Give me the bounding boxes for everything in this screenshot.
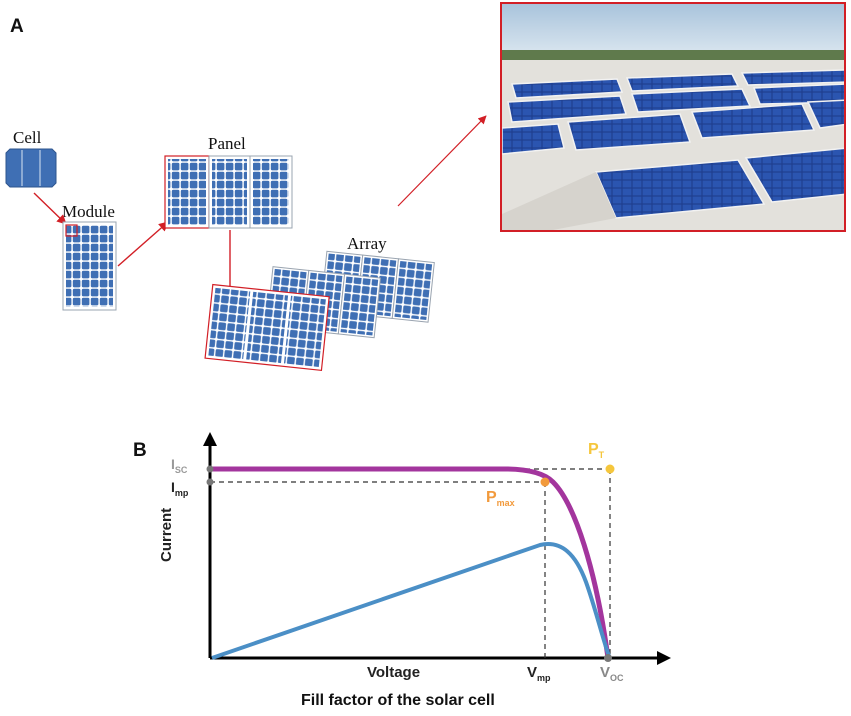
arrow-array-to-photo — [397, 115, 487, 207]
vmp-label: Vmp — [527, 664, 551, 683]
cell-label: Cell — [13, 128, 42, 147]
pt-label: PT — [588, 441, 605, 460]
module-icon — [62, 221, 117, 311]
solar-cell-icon — [5, 148, 57, 188]
arrow-cell-to-module — [33, 192, 67, 225]
y-axis-arrowhead — [203, 432, 217, 446]
panel-icon — [164, 155, 293, 229]
y-axis-label: Current — [158, 507, 175, 562]
voc-point — [604, 654, 612, 662]
power-curve — [211, 542, 611, 660]
panel-label: Panel — [208, 134, 246, 153]
isc-label: ISC — [171, 456, 188, 475]
x-axis-arrowhead — [657, 651, 671, 665]
pmax-label: Pmax — [486, 489, 515, 508]
chart-caption: Fill factor of the solar cell — [301, 692, 495, 709]
pmax-point — [540, 477, 550, 487]
isc-point — [206, 465, 214, 473]
pt-point — [605, 464, 615, 474]
imp-label: Imp — [171, 479, 189, 498]
voc-label: VOC — [600, 664, 624, 683]
module-label: Module — [62, 202, 115, 221]
panel-letter-b: B — [133, 440, 147, 461]
iv-curve — [210, 466, 611, 659]
panel-letter-a: A — [10, 16, 24, 37]
imp-point — [206, 478, 214, 486]
array-icon — [204, 250, 435, 372]
arrow-module-to-panel — [117, 221, 169, 267]
array-label: Array — [347, 234, 387, 253]
solar-array-photo — [500, 2, 846, 232]
x-axis-label: Voltage — [367, 664, 421, 681]
